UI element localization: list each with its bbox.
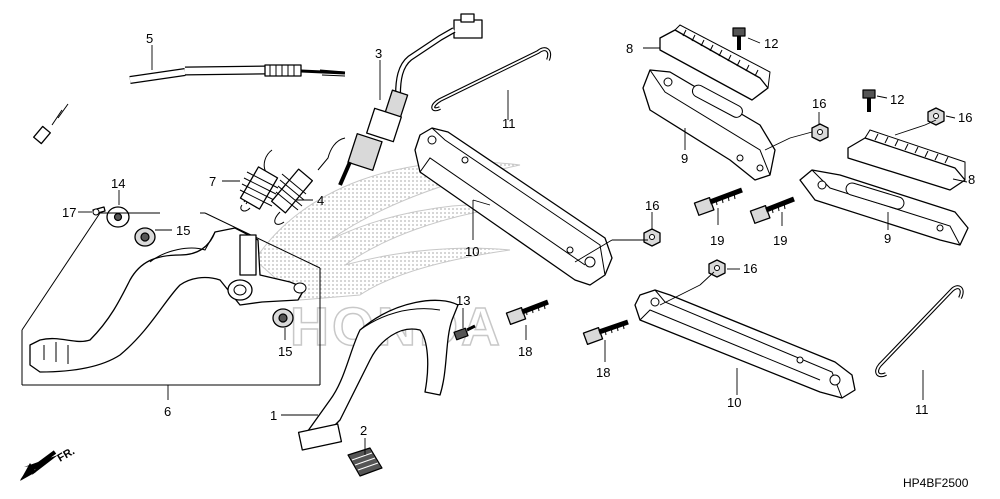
label-part-16-d: 16 xyxy=(743,261,757,276)
label-part-16-b: 16 xyxy=(958,110,972,125)
part-19-bolt-a xyxy=(693,187,743,216)
label-part-19-right: 19 xyxy=(773,233,787,248)
label-part-8-lower: 8 xyxy=(968,172,975,187)
label-part-12-upper: 12 xyxy=(764,36,778,51)
part-2-pad xyxy=(347,447,383,477)
part-12-bolt-lower xyxy=(862,89,876,112)
label-part-12-lower: 12 xyxy=(890,92,904,107)
part-7-spring xyxy=(239,149,279,212)
label-part-11-upper: 11 xyxy=(502,116,516,131)
part-18-bolt-b xyxy=(582,319,629,346)
label-part-7: 7 xyxy=(209,174,216,189)
part-10-rail-upper xyxy=(414,127,613,286)
front-label: FR. xyxy=(56,445,77,464)
part-10-rail-lower xyxy=(634,289,856,399)
part-1-brake-arm xyxy=(297,299,459,451)
part-11-rod-upper xyxy=(431,47,552,112)
part-19-bolt-b xyxy=(749,196,795,224)
label-part-16-c: 16 xyxy=(645,198,659,213)
label-part-18-right: 18 xyxy=(596,365,610,380)
label-part-19-left: 19 xyxy=(710,233,724,248)
part-3-switch xyxy=(338,13,483,186)
part-14-washer xyxy=(106,206,130,228)
part-4-spring xyxy=(270,137,346,225)
diagram-code: HP4BF2500 xyxy=(903,476,969,490)
label-part-3: 3 xyxy=(375,46,382,61)
label-part-1: 1 xyxy=(270,408,277,423)
part-6-pedal xyxy=(21,212,321,386)
part-12-bolt-upper xyxy=(732,27,746,50)
part-16-nut-b xyxy=(927,107,945,126)
label-part-11-lower: 11 xyxy=(915,402,929,417)
part-16-nut-a xyxy=(811,123,829,142)
part-5-cable xyxy=(33,64,346,145)
label-part-2: 2 xyxy=(360,423,367,438)
part-17-pin xyxy=(92,206,106,216)
part-15-bushing-lower xyxy=(272,308,294,328)
part-8-footpeg-lower xyxy=(847,129,966,191)
label-part-10-upper: 10 xyxy=(465,244,479,259)
part-15-bushing-upper xyxy=(134,227,156,247)
part-9-bracket-lower xyxy=(799,169,969,246)
label-part-4: 4 xyxy=(317,193,324,208)
label-part-18-left: 18 xyxy=(518,344,532,359)
leader-lines xyxy=(78,37,968,455)
label-part-9-lower: 9 xyxy=(884,231,891,246)
label-part-17: 17 xyxy=(62,205,76,220)
front-direction-arrow: FR. xyxy=(20,445,77,481)
label-part-6: 6 xyxy=(164,404,171,419)
part-8-footpeg-upper xyxy=(659,24,771,101)
label-part-15-lower: 15 xyxy=(278,344,292,359)
part-9-bracket-upper xyxy=(642,69,776,181)
label-part-16-a: 16 xyxy=(812,96,826,111)
part-18-bolt-a xyxy=(505,299,549,326)
label-part-8-upper: 8 xyxy=(626,41,633,56)
label-part-9-upper: 9 xyxy=(681,151,688,166)
label-part-14: 14 xyxy=(111,176,125,191)
label-part-5: 5 xyxy=(146,31,153,46)
label-part-15-upper: 15 xyxy=(176,223,190,238)
label-part-10-lower: 10 xyxy=(727,395,741,410)
part-16-nut-c xyxy=(643,228,661,247)
label-part-13: 13 xyxy=(456,293,470,308)
part-labels: 5 3 7 4 14 17 15 15 6 1 2 13 18 18 10 10… xyxy=(62,31,975,438)
part-11-rod-lower xyxy=(875,285,964,378)
part-13-bolt xyxy=(453,324,476,341)
